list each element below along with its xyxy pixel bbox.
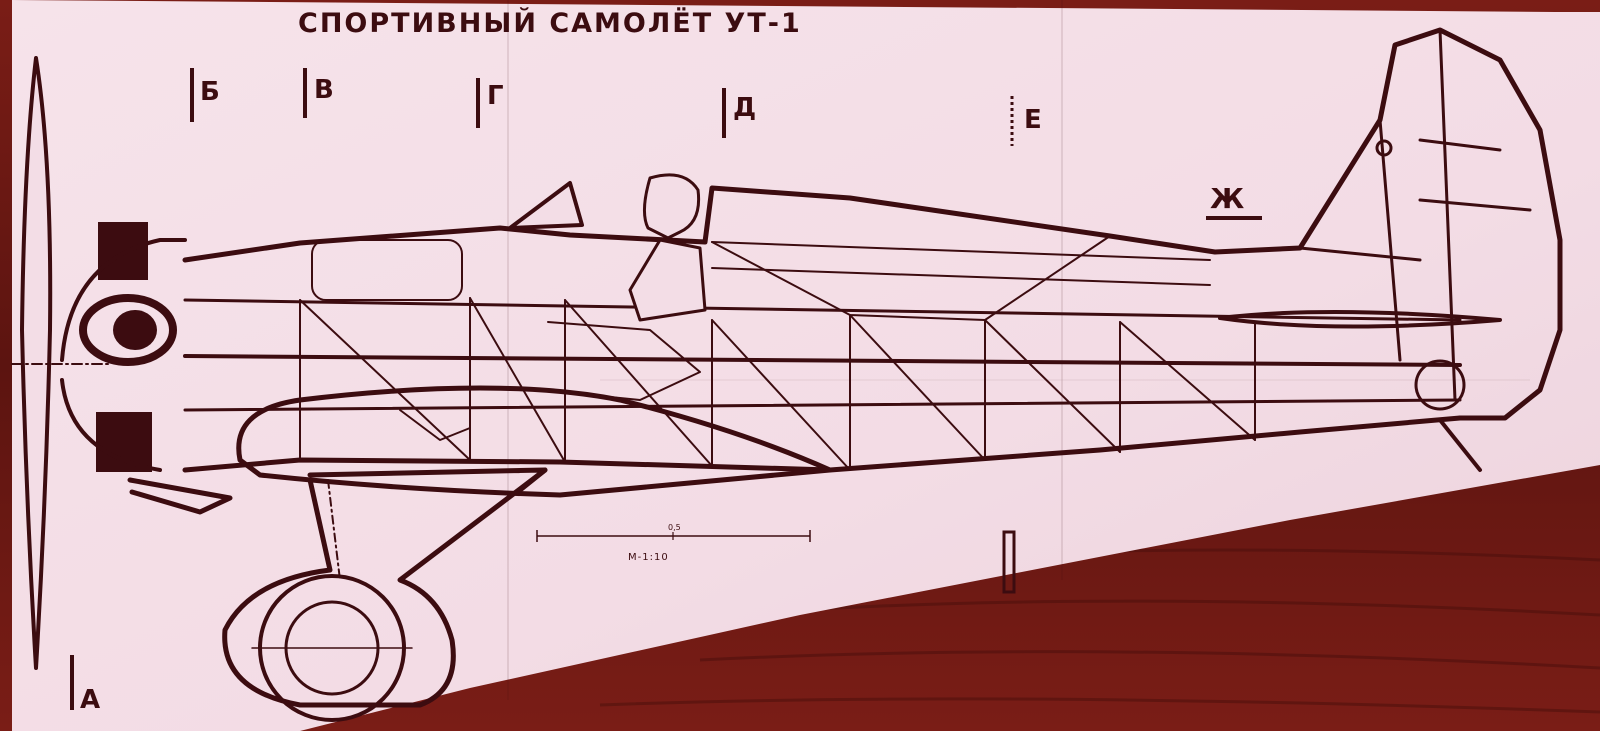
engine [60, 222, 233, 515]
section-marker-g: Г [476, 78, 504, 128]
propeller [11, 56, 111, 670]
drawing-title: СПОРТИВНЫЙ САМОЛЁТ УТ-1 [298, 7, 802, 39]
tail-surfaces [1218, 28, 1532, 472]
landing-gear [222, 467, 548, 708]
section-marker-e: Е [1010, 96, 1042, 146]
section-marker-a: А [70, 655, 100, 715]
svg-text:Ж: Ж [1210, 182, 1244, 215]
svg-text:Д: Д [733, 93, 756, 123]
section-marker-zh: Ж [1206, 182, 1262, 220]
svg-text:Б: Б [200, 77, 220, 107]
svg-text:Г: Г [487, 81, 504, 111]
svg-text:В: В [314, 75, 334, 105]
windshield [311, 181, 584, 301]
svg-text:А: А [80, 685, 100, 715]
section-marker-d: Д [722, 88, 756, 138]
section-marker-v: В [303, 68, 334, 118]
scale-label: М-1:10 [628, 552, 669, 563]
svg-text:Е: Е [1024, 105, 1042, 135]
pilot-figure [399, 173, 707, 441]
main-wheel [251, 574, 413, 722]
scale-bar: 0,5 М-1:10 [536, 523, 811, 563]
scale-tick-label: 0,5 [668, 523, 681, 532]
section-marker-b: Б [190, 68, 220, 122]
reference-marker [1002, 530, 1016, 594]
blueprint-paper [12, 0, 1600, 731]
grid-lines [507, 0, 1530, 700]
